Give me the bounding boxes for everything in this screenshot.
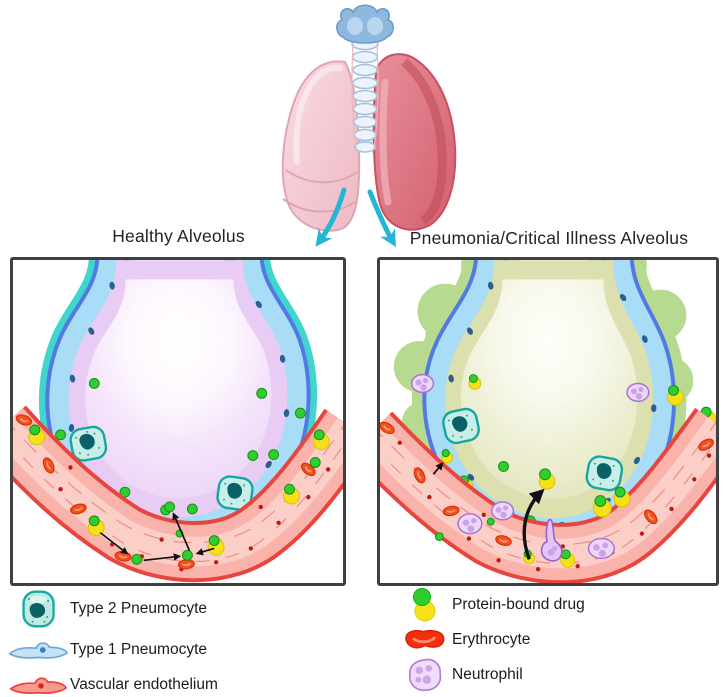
healthy-alveolus-panel bbox=[10, 257, 346, 586]
neutrophil-icon bbox=[398, 657, 452, 693]
type2-pneumocyte-cell bbox=[216, 475, 254, 511]
legend-label: Neutrophil bbox=[452, 666, 523, 683]
larynx-icon bbox=[336, 4, 394, 44]
legend-item-protein-bound-drug: Protein-bound drug bbox=[398, 586, 718, 624]
legend-label: Vascular endothelium bbox=[70, 676, 218, 693]
legend-item-vascular-endothelium: Vascular endothelium bbox=[8, 668, 348, 697]
legend-label: Erythrocyte bbox=[452, 631, 531, 648]
left-panel-title: Healthy Alveolus bbox=[112, 226, 245, 246]
type2-pneumocyte-cell bbox=[442, 407, 480, 445]
erythrocyte-cells bbox=[380, 421, 714, 546]
erythrocyte-cells bbox=[15, 414, 316, 570]
arrow-to-right-panel-icon bbox=[367, 189, 396, 248]
legend-item-erythrocyte: Erythrocyte bbox=[398, 624, 718, 656]
legend-item-neutrophil: Neutrophil bbox=[398, 656, 718, 694]
legend-label: Type 2 Pneumocyte bbox=[70, 600, 207, 617]
vascular-endothelium-icon bbox=[8, 671, 70, 697]
free-drug-dots-capillary bbox=[434, 517, 495, 542]
type2-pneumocyte-cell bbox=[585, 455, 624, 492]
capillary-band bbox=[13, 413, 343, 571]
legend-label: Type 1 Pneumocyte bbox=[70, 641, 207, 658]
lungs-illustration bbox=[281, 4, 457, 232]
erythrocyte-icon bbox=[398, 626, 452, 654]
pneumonia-alveolus-panel bbox=[377, 257, 719, 586]
neutrophil-cells bbox=[410, 373, 650, 562]
legend-item-type2-pneumocyte: Type 2 Pneumocyte bbox=[8, 586, 348, 632]
protein-bound-drug-icon bbox=[398, 587, 452, 623]
free-drug-dots bbox=[55, 378, 306, 516]
right-lung-icon bbox=[372, 53, 457, 231]
neutrophil-migrating-cell bbox=[540, 518, 563, 562]
type2-pneumocyte-icon bbox=[8, 588, 70, 630]
legend-item-type1-pneumocyte: Type 1 Pneumocyte bbox=[8, 632, 348, 668]
protein-bound-drugs bbox=[28, 424, 330, 556]
legend-label: Protein-bound drug bbox=[452, 596, 585, 613]
left-legend: Type 2 Pneumocyte Type 1 Pneumocyte Vasc… bbox=[8, 586, 348, 697]
capillary-red-dots bbox=[397, 440, 712, 572]
healthy-alveolus-illustration bbox=[13, 260, 343, 583]
lungs-to-panels-arrows bbox=[315, 187, 396, 248]
drug-transfer-arrows bbox=[99, 512, 215, 562]
right-panel-title: Pneumonia/Critical Illness Alveolus bbox=[409, 228, 689, 248]
right-legend: Protein-bound drug Erythrocyte Neutrophi… bbox=[398, 586, 718, 694]
trachea-icon bbox=[351, 37, 379, 153]
type2-pneumocyte-cell bbox=[69, 425, 108, 462]
type1-pneumocyte-icon bbox=[8, 637, 70, 663]
drug-leak-arrows bbox=[432, 462, 545, 560]
pneumonia-alveolus-illustration bbox=[380, 260, 716, 583]
arrow-to-left-panel-icon bbox=[315, 187, 347, 247]
